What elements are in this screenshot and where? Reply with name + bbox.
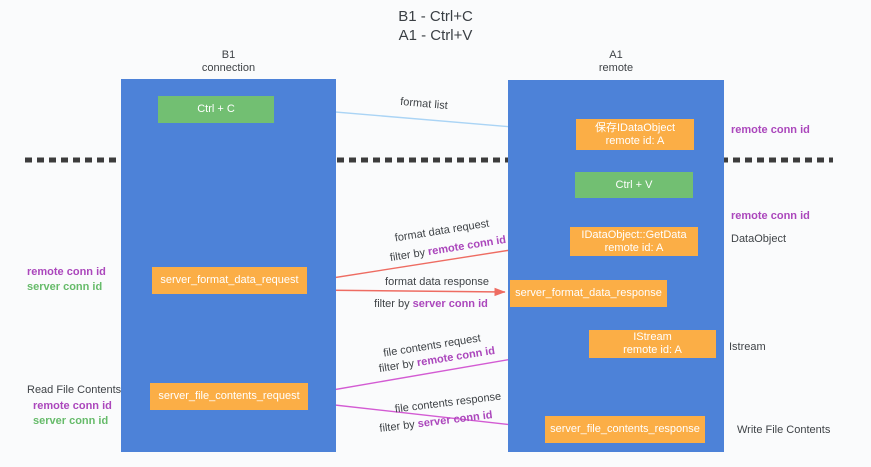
lane-b1-title: B1 [221, 49, 236, 61]
format-data-response-arrow [306, 287, 506, 297]
ctrl-c-label: Ctrl + C [197, 103, 235, 115]
filter-by-text: filter by [389, 246, 427, 265]
label-server-conn-id-left2: server conn id [33, 415, 109, 427]
label-istream: Istream [729, 341, 766, 353]
label-read-file-contents: Read File Contents [27, 384, 122, 396]
label-remote-conn-id-left2: remote conn id [33, 400, 112, 412]
node-server-file-contents-request: server_file_contents_request [150, 383, 308, 410]
filter-by-text: filter by [378, 418, 416, 435]
label-remote-conn-id-mid: remote conn id [731, 210, 810, 222]
lane-b1-subtitle: connection [201, 62, 256, 74]
server-format-data-request-label: server_format_data_request [160, 274, 299, 286]
node-server-format-data-response: server_format_data_response [510, 280, 667, 307]
istream-line2: remote id: A [623, 344, 682, 356]
ctrl-v-label: Ctrl + V [615, 178, 653, 191]
label-remote-conn-id-top: remote conn id [731, 124, 810, 136]
node-ctrl-v: Ctrl + V [575, 172, 693, 198]
istream-line1: IStream [633, 331, 672, 343]
label-conn-ids-format: remote conn id server conn id [27, 265, 106, 295]
server-file-contents-response-label: server_file_contents_response [550, 423, 700, 435]
arrow-label-format-list: format list [399, 95, 449, 113]
server-conn-id-text: server conn id [417, 409, 494, 431]
label-write-file-contents: Write File Contents [737, 424, 831, 436]
title-line-2: A1 - Ctrl+V [398, 27, 473, 44]
arrow-label-format-data-response: format data response [385, 276, 489, 288]
label-conn-ids-file: remote conn id server conn id [33, 399, 112, 429]
node-server-format-data-request: server_format_data_request [152, 267, 307, 294]
server-conn-id-text: server conn id [412, 298, 488, 310]
node-ctrl-c: Ctrl + C [158, 96, 274, 123]
node-server-file-contents-response: server_file_contents_response [545, 416, 705, 443]
title-line-1: B1 - Ctrl+C [398, 8, 473, 25]
filter-by-text: filter by [374, 298, 410, 310]
label-dataobject: DataObject [731, 233, 787, 245]
node-save-idataobject: 保存IDataObject remote id: A [576, 119, 694, 150]
node-istream: IStream remote id: A [589, 330, 716, 358]
diagram-title: B1 - Ctrl+C A1 - Ctrl+V [0, 7, 871, 45]
lane-a1-subtitle: remote [598, 62, 634, 74]
lane-a1-title: A1 [609, 49, 623, 61]
lane-header-b1: B1 connection [121, 49, 336, 75]
getdata-line2: remote id: A [604, 241, 664, 254]
arrow-label-filter-server-1: filter by server conn id [374, 298, 488, 310]
node-idataobject-getdata: IDataObject::GetData remote id: A [570, 227, 698, 256]
filter-by-text: filter by [378, 357, 416, 376]
server-format-data-response-label: server_format_data_response [515, 287, 662, 299]
label-remote-conn-id-left1: remote conn id [27, 266, 106, 278]
save-idataobject-line2: remote id: A [605, 134, 665, 147]
save-idataobject-line1: 保存IDataObject [594, 121, 676, 134]
lane-header-a1: A1 remote [508, 49, 724, 75]
label-server-conn-id-left1: server conn id [27, 281, 103, 293]
getdata-line1: IDataObject::GetData [581, 228, 687, 241]
server-file-contents-request-label: server_file_contents_request [158, 390, 300, 402]
